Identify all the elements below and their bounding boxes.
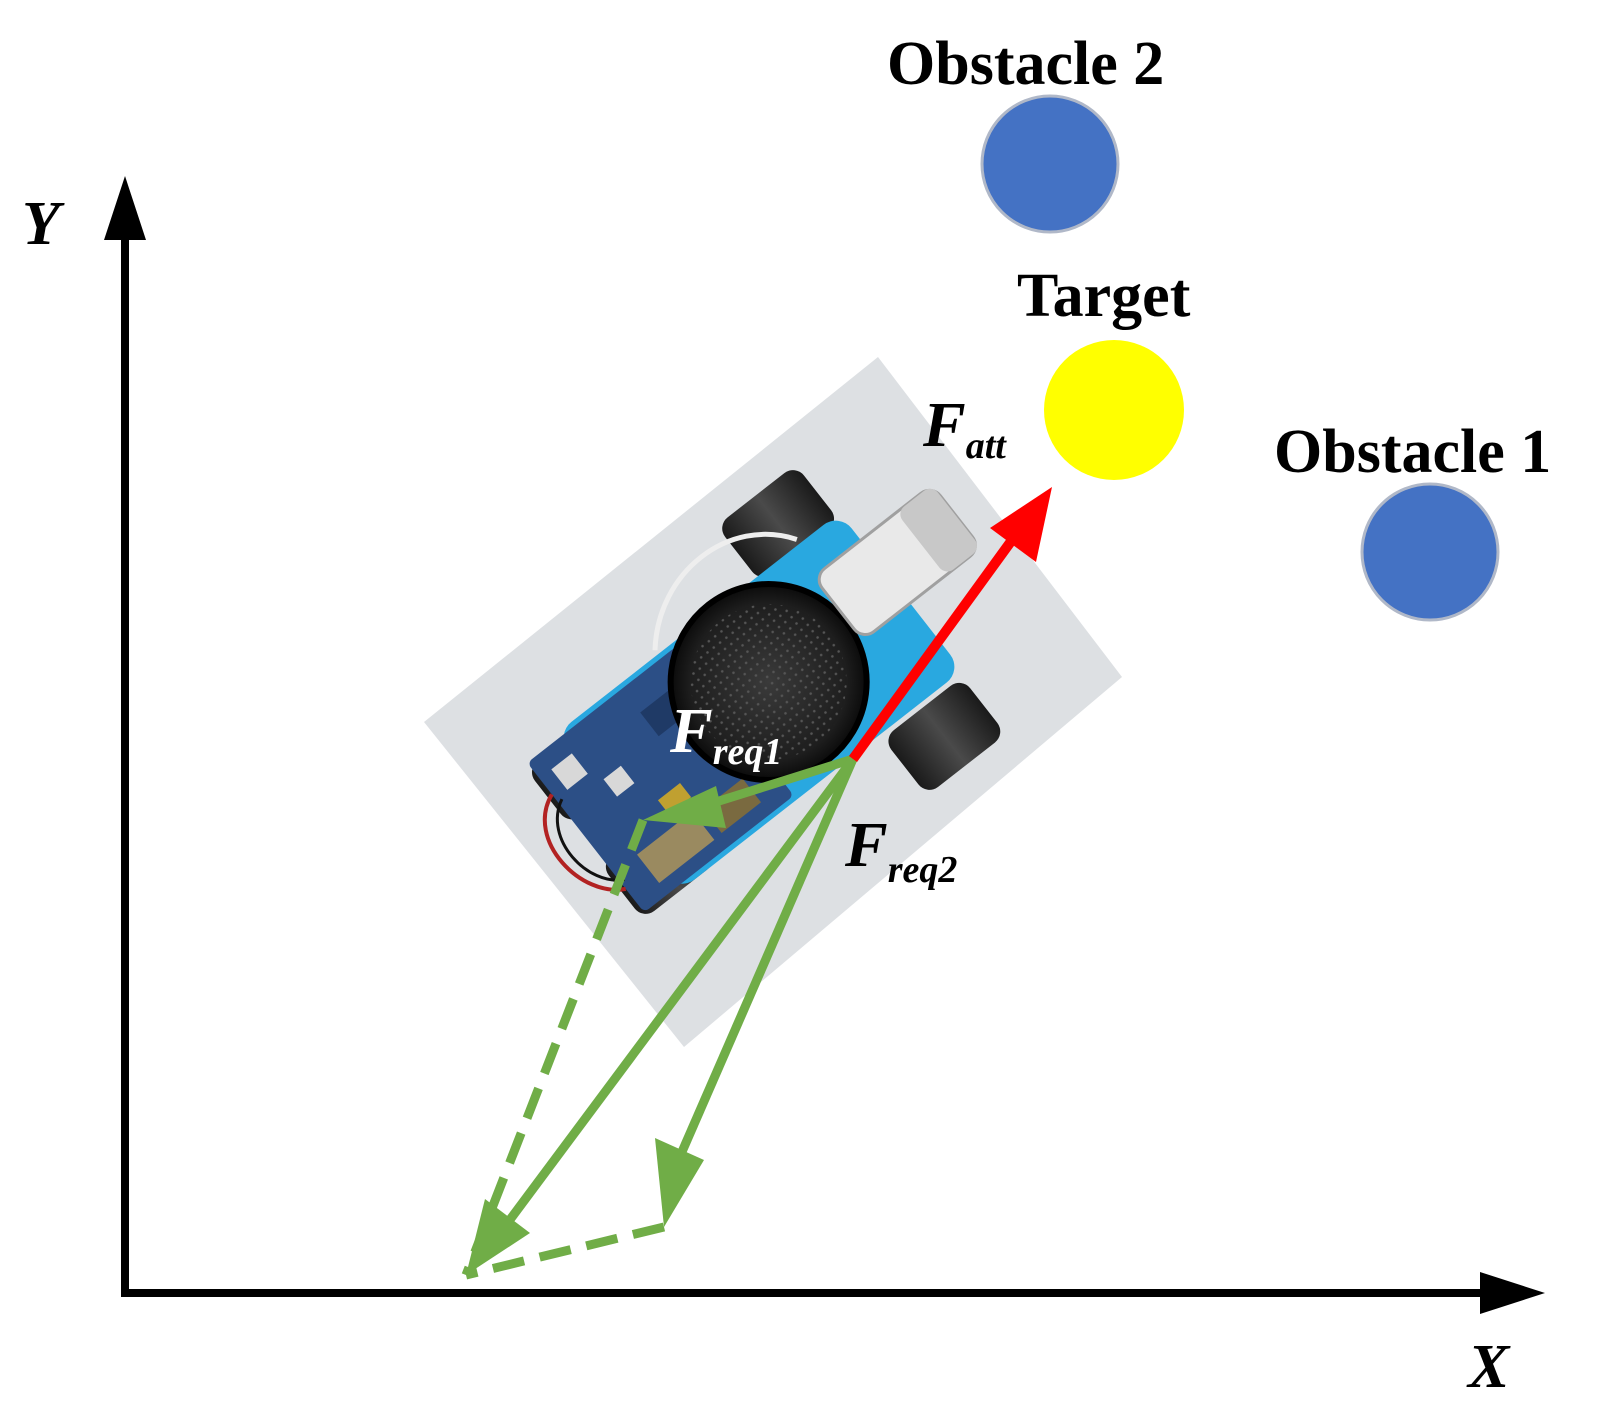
x-axis-arrowhead xyxy=(1480,1272,1545,1314)
y-axis-arrowhead xyxy=(104,176,146,240)
target-marker xyxy=(1044,340,1184,480)
y-axis-label: Y xyxy=(22,190,65,258)
repulsive-force-1-label: Freq1 xyxy=(669,695,782,773)
robot-car-icon xyxy=(424,357,1122,1047)
obstacle-2-label: Obstacle 2 xyxy=(887,30,1164,98)
target-label: Target xyxy=(1017,262,1191,330)
attractive-force-arrow xyxy=(848,487,1052,762)
attractive-force-label: Fatt xyxy=(922,389,1007,467)
y-axis xyxy=(104,176,146,1293)
force-parallelogram-guides xyxy=(461,818,666,1280)
x-axis-label: X xyxy=(1466,1333,1511,1401)
obstacle-1-label: Obstacle 1 xyxy=(1274,418,1551,486)
repulsive-force-2-label: Freq2 xyxy=(844,809,957,891)
repulsive-force-2-arrow xyxy=(655,757,858,1227)
repulsive-force-1-arrow xyxy=(643,754,855,828)
resultant-repulsive-force-arrow xyxy=(466,756,857,1275)
obstacle-1-marker xyxy=(1360,482,1500,622)
x-axis xyxy=(121,1272,1545,1314)
obstacle-2-marker xyxy=(980,94,1120,234)
